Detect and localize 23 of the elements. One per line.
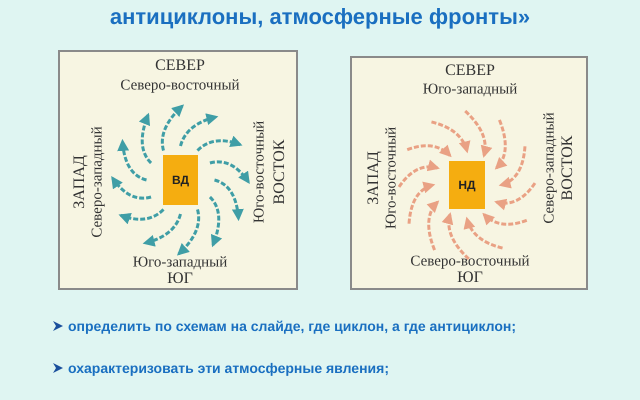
direction-label: СЕВЕР [155, 57, 205, 75]
direction-label: Юго-западный [132, 254, 228, 272]
pressure-center-box: НД [449, 161, 485, 209]
bullet-text: охарактеризовать эти атмосферные явления; [68, 360, 389, 376]
direction-label: ЗАПАД [365, 151, 383, 205]
direction-label: Юго-восточный [252, 120, 268, 224]
direction-label: Юго-западный [422, 82, 518, 98]
slide-title: антициклоны, атмосферные фронты» [108, 4, 532, 30]
direction-label: Северо-восточный [410, 254, 530, 270]
wind-diagram-panel [58, 50, 298, 290]
direction-label: Северо-западный [90, 126, 106, 238]
wind-diagram-panel [350, 56, 588, 290]
direction-label: ЮГ [457, 269, 483, 287]
bullet-text: определить по схемам на слайде, где циклон, а где антициклон; [68, 318, 516, 334]
direction-label: ВОСТОК [271, 140, 289, 204]
direction-label: Северо-западный [542, 112, 558, 224]
direction-label: Северо-восточный [120, 78, 240, 94]
direction-label: ВОСТОК [559, 136, 577, 200]
pressure-center-box: ВД [163, 155, 198, 205]
direction-label: ЗАПАД [71, 155, 89, 209]
direction-label: ЮГ [167, 270, 193, 288]
direction-label: СЕВЕР [445, 62, 495, 80]
direction-label: Юго-восточный [384, 126, 400, 230]
